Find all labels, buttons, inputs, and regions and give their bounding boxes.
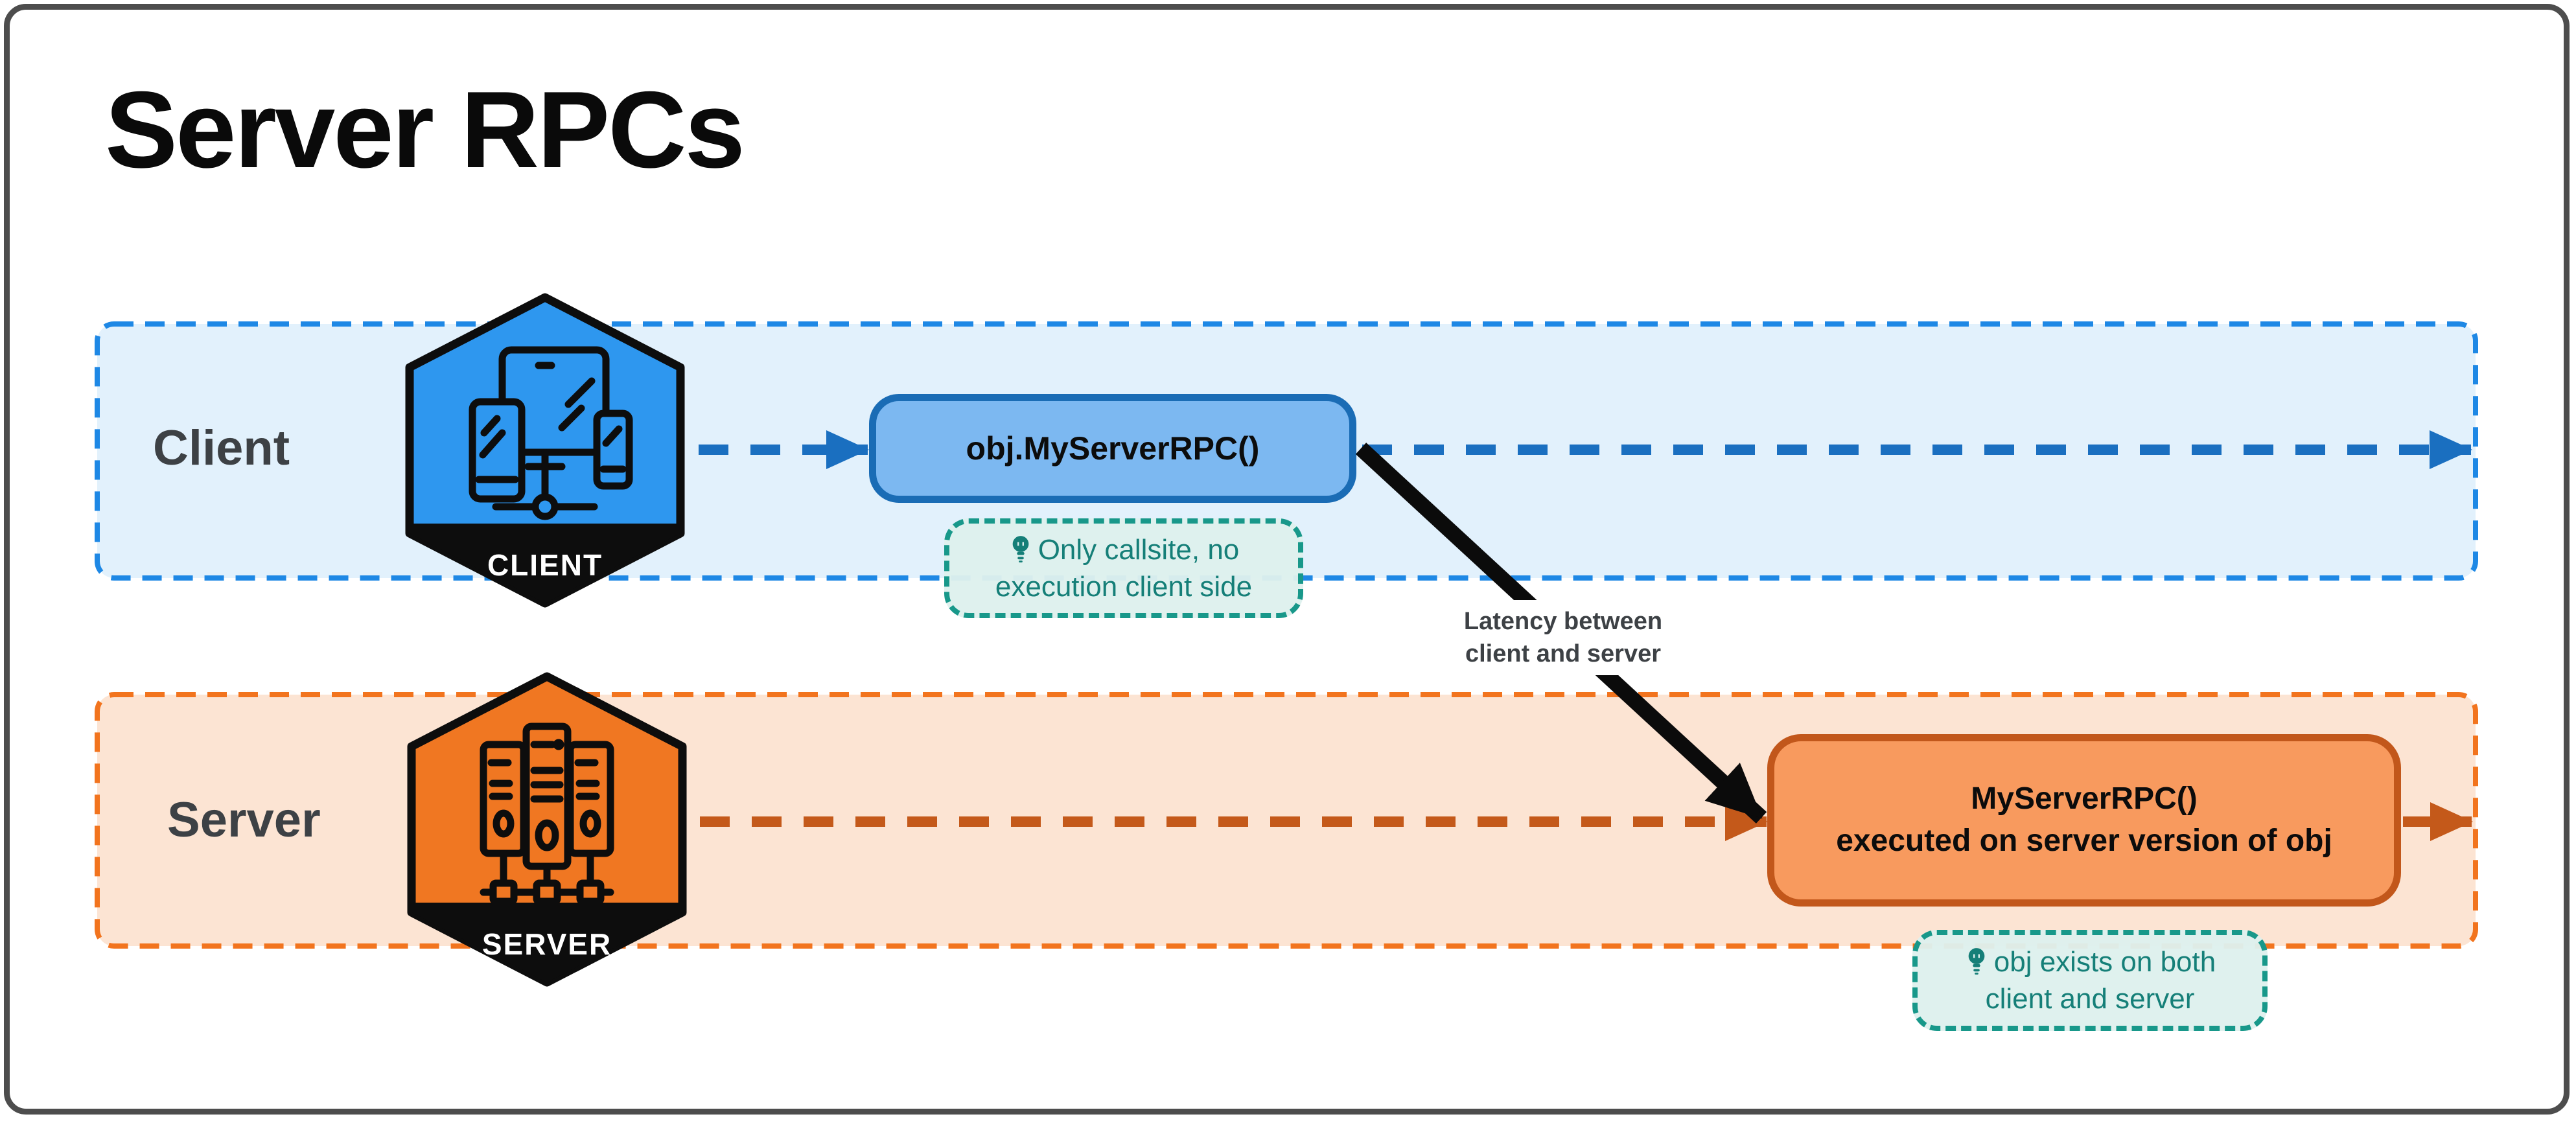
server-exec-line1: MyServerRPC() [1971,781,2198,816]
server-lane-label: Server [167,792,321,848]
client-badge: CLIENT [487,548,603,582]
lightbulb-icon [1012,536,1029,563]
client-lane-label: Client [153,421,290,476]
server-note-line2: client and server [1985,983,2195,1015]
latency-label-line1: Latency between [1463,608,1663,635]
client-note-line1: Only callsite, no [1038,533,1240,566]
latency-label-line2: client and server [1465,640,1662,668]
server-note: obj exists on both client and server [1912,930,2268,1031]
client-note: Only callsite, no execution client side [944,518,1303,618]
client-note-line2: execution client side [995,571,1253,603]
lightbulb-icon [1968,948,1985,975]
server-badge: SERVER [482,927,612,961]
server-rack-icon [480,722,614,905]
page-title: Server RPCs [105,69,745,191]
client-hexagon: CLIENT [405,293,685,608]
server-exec-line2: executed on server version of obj [1836,824,2332,858]
server-hexagon: SERVER [407,672,687,987]
server-exec-box: MyServerRPC() executed on server version… [1767,734,2401,907]
client-devices-icon [469,346,633,520]
latency-label: Latency between client and server [1433,600,1693,676]
client-call-box: obj.MyServerRPC() [869,394,1356,503]
server-note-line1: obj exists on both [1993,945,2216,978]
client-call-label: obj.MyServerRPC() [966,430,1260,467]
